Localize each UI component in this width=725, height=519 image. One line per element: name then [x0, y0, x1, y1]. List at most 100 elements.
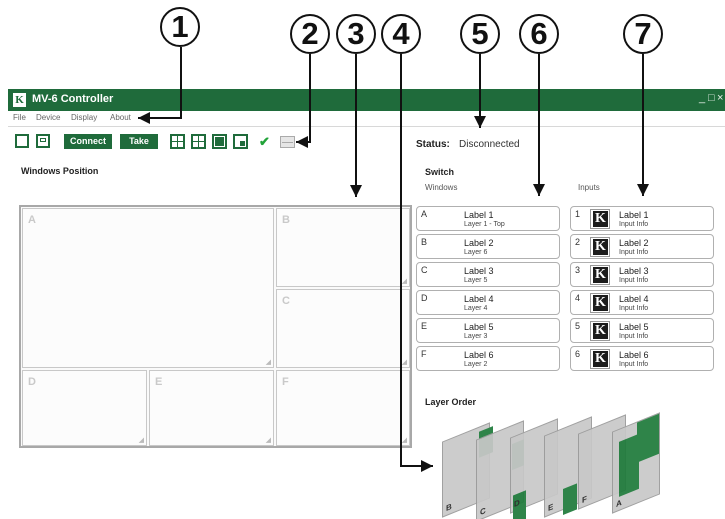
checkmark-icon[interactable]: ✔: [259, 134, 270, 149]
kramer-input-icon: K: [590, 237, 610, 257]
input-info: Input Info: [619, 305, 649, 312]
window-letter: D: [421, 293, 428, 303]
switch-title: Switch: [425, 167, 455, 177]
window-area: [619, 433, 639, 497]
pane-label: F: [282, 376, 289, 388]
layer-label: A: [616, 497, 622, 510]
callout-4: 4: [381, 14, 421, 54]
windows-column-header: Windows: [425, 183, 458, 192]
window-pane-d[interactable]: D ◢: [22, 370, 147, 446]
window-letter: E: [421, 321, 428, 331]
windows-position-title: Windows Position: [21, 166, 99, 176]
resize-grip-icon[interactable]: ◢: [138, 437, 144, 444]
input-number: 4: [575, 293, 581, 303]
layer-order-title: Layer Order: [425, 397, 477, 407]
maximize-button[interactable]: □: [708, 92, 715, 104]
window-pane-a[interactable]: A ◢: [22, 208, 274, 368]
window-pane-e[interactable]: E ◢: [149, 370, 274, 446]
kramer-input-icon: K: [590, 209, 610, 229]
callout-3: 3: [336, 14, 376, 54]
input-label: Label 5: [619, 322, 649, 332]
layer-label: F: [582, 494, 587, 506]
layout-grid-icon[interactable]: [191, 134, 206, 149]
callout-1: 1: [160, 7, 200, 47]
layer-label: B: [446, 501, 452, 514]
input-info: Input Info: [619, 277, 649, 284]
input-number: 3: [575, 265, 581, 275]
window-pane-f[interactable]: F ◢: [276, 370, 410, 446]
pane-label: B: [282, 214, 290, 226]
window-label: Label 6: [464, 350, 494, 360]
window-letter: B: [421, 237, 428, 247]
pane-label: A: [28, 214, 36, 226]
kramer-input-icon: K: [590, 349, 610, 369]
resize-grip-icon[interactable]: ◢: [401, 359, 407, 366]
input-info: Input Info: [619, 361, 649, 368]
minimize-button[interactable]: _: [699, 92, 706, 104]
input-number: 1: [575, 209, 581, 219]
connect-button[interactable]: Connect: [64, 134, 112, 149]
envelope-icon[interactable]: [280, 136, 295, 148]
menu-file[interactable]: File: [13, 113, 26, 122]
open-file-icon[interactable]: [15, 134, 29, 148]
menu-device[interactable]: Device: [36, 113, 61, 122]
window-pane-c[interactable]: C ◢: [276, 289, 410, 368]
input-label: Label 2: [619, 238, 649, 248]
resize-grip-icon[interactable]: ◢: [265, 437, 271, 444]
input-label: Label 6: [619, 350, 649, 360]
window-letter: F: [421, 349, 427, 359]
kramer-input-icon: K: [590, 293, 610, 313]
inputs-column-header: Inputs: [578, 183, 600, 192]
window-letter: A: [421, 209, 428, 219]
kramer-input-icon: K: [590, 321, 610, 341]
input-label: Label 4: [619, 294, 649, 304]
callout-5: 5: [460, 14, 500, 54]
pane-label: E: [155, 376, 163, 388]
kramer-logo-icon: K: [13, 93, 26, 107]
resize-grip-icon[interactable]: ◢: [265, 359, 271, 366]
callout-2: 2: [290, 14, 330, 54]
status-value: Disconnected: [459, 139, 520, 150]
input-number: 5: [575, 321, 581, 331]
menu-display[interactable]: Display: [71, 113, 98, 122]
resize-grip-icon[interactable]: ◢: [401, 278, 407, 285]
window-area: [637, 413, 659, 463]
layout-quad-split-icon[interactable]: [170, 134, 185, 149]
input-info: Input Info: [619, 333, 649, 340]
layout-full-icon[interactable]: [212, 134, 227, 149]
input-label: Label 1: [619, 210, 649, 220]
window-layer: Layer 1 - Top: [464, 221, 505, 228]
window-label: Label 5: [464, 322, 494, 332]
input-info: Input Info: [619, 249, 649, 256]
layer-label: C: [480, 505, 486, 518]
save-file-icon[interactable]: [36, 134, 50, 148]
layout-pip-icon[interactable]: [233, 134, 248, 149]
window-pane-b[interactable]: B ◢: [276, 208, 410, 287]
title-bar: K MV-6 Controller _ □ ×: [8, 89, 725, 111]
take-button[interactable]: Take: [120, 134, 158, 149]
window-layer: Layer 5: [464, 277, 488, 284]
close-button[interactable]: ×: [717, 92, 724, 104]
pane-label: C: [282, 295, 290, 307]
windows-position-canvas[interactable]: A ◢ B ◢ C ◢ D ◢ E ◢ F ◢: [19, 205, 412, 448]
input-number: 2: [575, 237, 581, 247]
callout-7: 7: [623, 14, 663, 54]
window-layer: Layer 2: [464, 361, 488, 368]
window-label: Label 2: [464, 238, 494, 248]
window-title: MV-6 Controller: [32, 93, 114, 105]
window-layer: Layer 4: [464, 305, 488, 312]
resize-grip-icon[interactable]: ◢: [401, 437, 407, 444]
menu-about[interactable]: About: [110, 113, 131, 122]
